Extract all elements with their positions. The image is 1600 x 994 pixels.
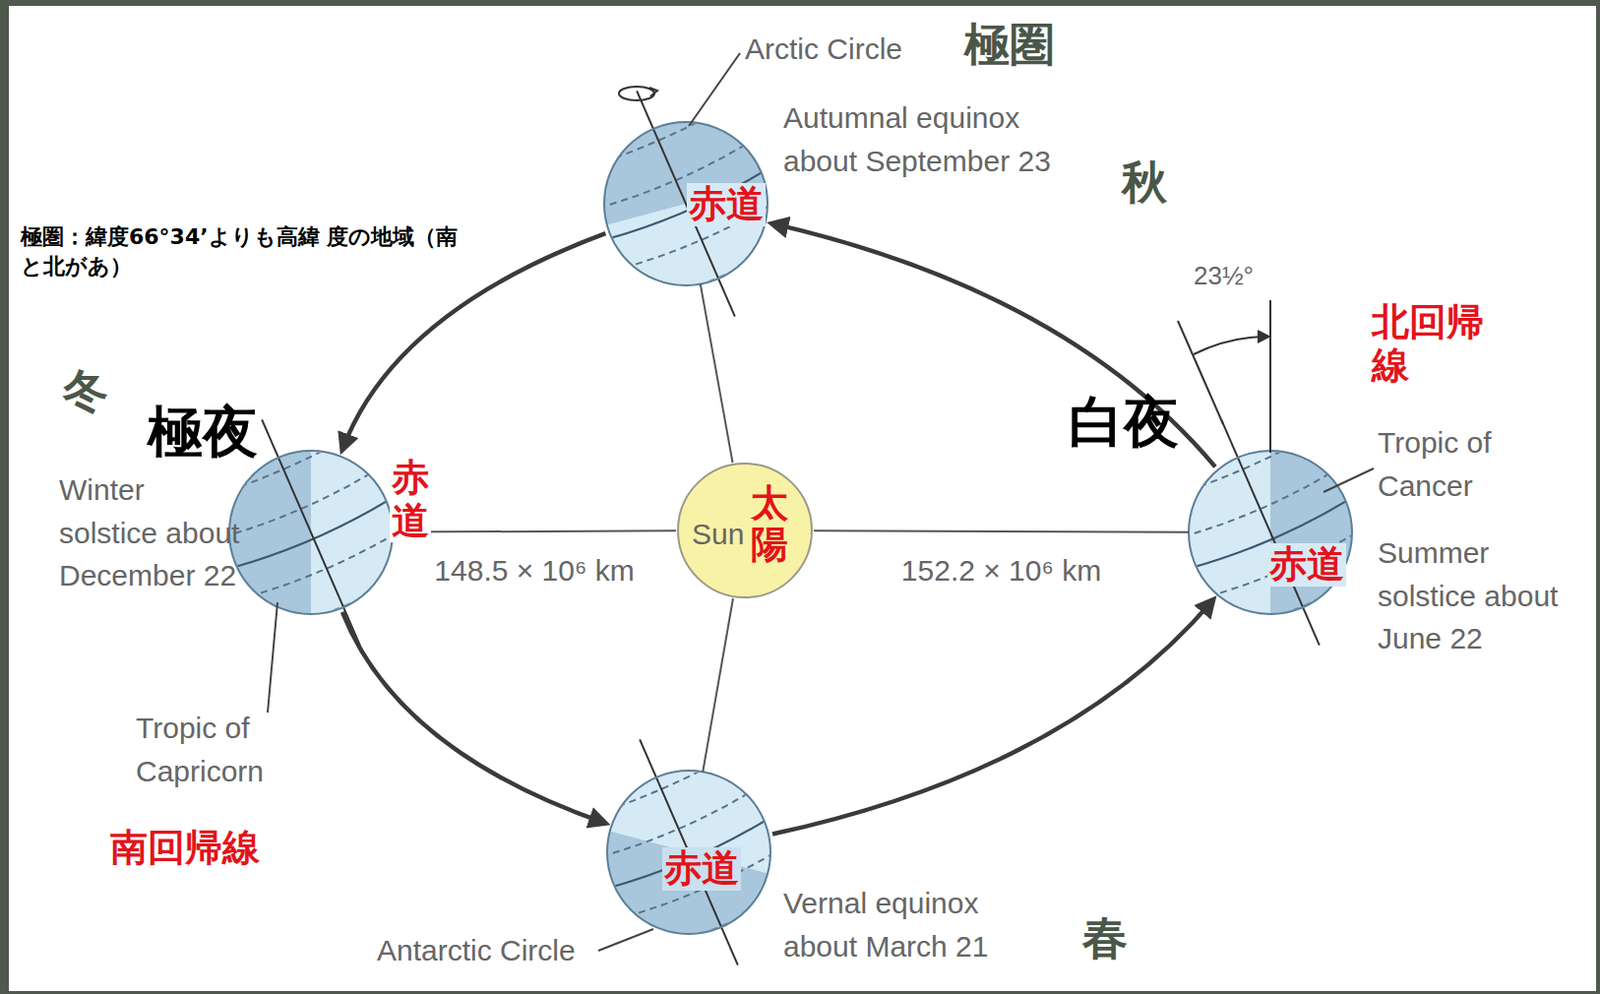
- tropic-label: 南回帰線: [110, 826, 260, 870]
- sun-circle: Sun太陽: [676, 461, 814, 600]
- sun-line: [813, 530, 1189, 532]
- sun-line: [700, 284, 734, 463]
- distance-label: 148.5 × 10⁶ km: [430, 549, 638, 593]
- term-label: 白夜: [1068, 391, 1179, 453]
- term-label: 極夜: [147, 401, 258, 463]
- part-label: Arctic Circle: [744, 27, 903, 71]
- orbit-arrow: [342, 612, 605, 823]
- sun-line: [702, 598, 734, 772]
- sun-label: Sun: [691, 512, 744, 556]
- equator-label: 赤道: [1267, 543, 1347, 587]
- term-label: 極圏: [964, 19, 1055, 70]
- earth-node: 赤道: [607, 770, 771, 934]
- earth-node: 赤道: [1188, 450, 1353, 615]
- date-label: Winter solstice about December 22: [59, 468, 242, 598]
- season-label: 冬: [62, 366, 109, 417]
- earth-globe: [573, 738, 807, 965]
- season-label: 秋: [1121, 157, 1168, 208]
- equator-label: 赤道: [389, 456, 431, 543]
- part-label: Tropic of Cancer: [1377, 421, 1526, 507]
- part-label: Antarctic Circle: [376, 928, 576, 973]
- earth-node: 赤道: [229, 450, 393, 615]
- earth-globe: [570, 90, 804, 316]
- leader-line: [688, 53, 740, 126]
- sun-disc: [677, 463, 812, 598]
- date-label: Vernal equinox about March 21: [783, 881, 1020, 968]
- leader-line: [267, 602, 278, 713]
- orbit-arrow: [773, 223, 1216, 467]
- part-label: Tropic of Capricorn: [135, 706, 294, 793]
- orbit-arrow: [342, 233, 606, 449]
- leader-line: [598, 928, 654, 951]
- date-label: Summer solstice about June 22: [1377, 531, 1580, 661]
- earth-node: 赤道: [604, 122, 768, 286]
- equator-label: 太陽: [750, 483, 789, 566]
- sun-line: [392, 530, 677, 532]
- tilt-angle: [1177, 300, 1271, 453]
- orbit-arrow: [772, 600, 1213, 834]
- note-text: 極圏：緯度66°34’よりも高緯 度の地域（南と北があ）: [20, 222, 464, 281]
- tropic-label: 北回帰 線: [1371, 301, 1495, 387]
- earth-globe: [1155, 419, 1389, 645]
- season-label: 春: [1082, 913, 1128, 964]
- date-label: Autumnal equinox about September 23: [783, 96, 1079, 183]
- distance-label: 152.2 × 10⁶ km: [897, 549, 1106, 593]
- equator-label: 赤道: [662, 847, 741, 891]
- angle-label: 23½°: [1193, 257, 1254, 296]
- rotation-arrow: [618, 86, 658, 101]
- equator-label: 赤道: [686, 183, 766, 227]
- leader-line: [1323, 468, 1374, 493]
